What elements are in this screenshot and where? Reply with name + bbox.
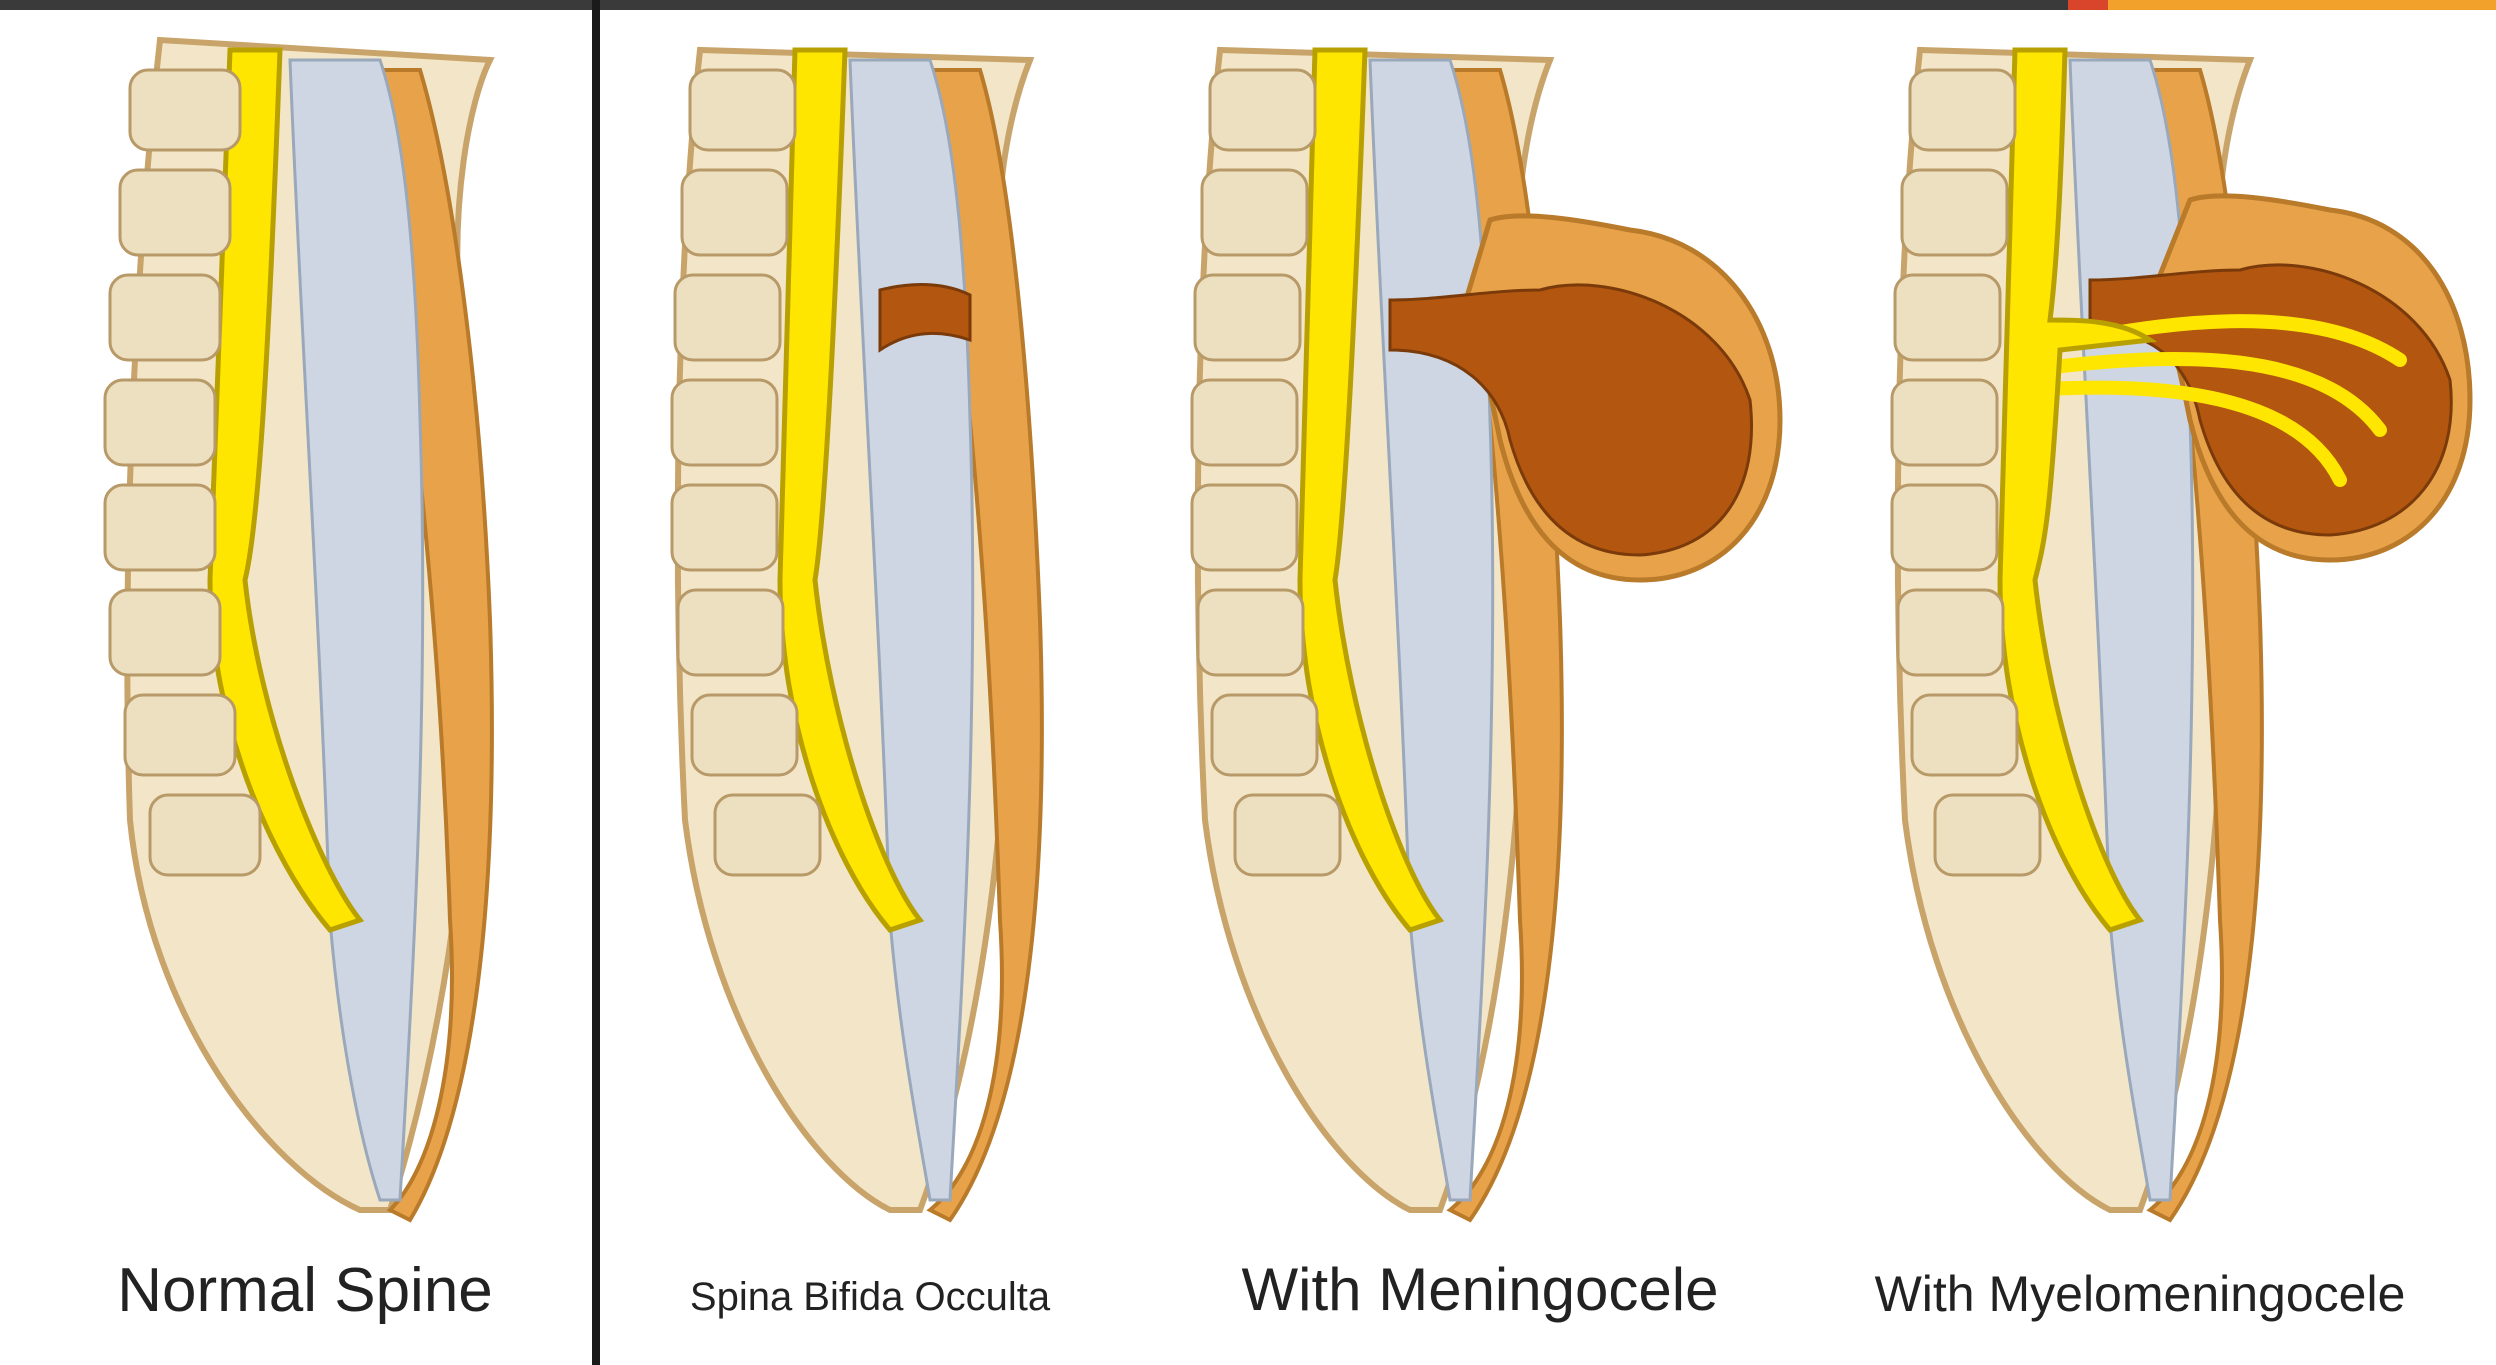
myelomeningocele-illustration	[1860, 20, 2480, 1250]
vertebrae	[670, 68, 822, 877]
normal-spine-svg	[103, 36, 495, 1223]
caption-spina-bifida-occulta: Spina Bifida Occulta	[689, 1275, 1051, 1319]
spinal-cord	[1297, 47, 1445, 933]
top-bar-accent-red	[2068, 0, 2108, 10]
meningocele-sac	[1388, 283, 1753, 557]
spinal-cord	[777, 47, 925, 933]
vertebrae	[1190, 68, 1342, 877]
myelomeningocele-svg	[1890, 46, 2473, 1223]
spinal-cord	[207, 47, 365, 933]
normal-spine-illustration	[30, 20, 570, 1250]
skin-layer	[917, 68, 1044, 1223]
occulta-svg	[670, 46, 1044, 1223]
occulta-illustration	[630, 20, 1110, 1250]
caption-meningocele: With Meningocele	[1241, 1256, 1719, 1323]
panel-divider	[592, 0, 600, 1365]
meningocele-svg	[1190, 46, 1783, 1223]
caption-myelomeningocele: With Myelomeningocele	[1874, 1266, 2406, 1322]
myelomeningocele-sac	[2088, 263, 2453, 537]
meningocele-illustration	[1160, 20, 1810, 1250]
top-bar-accent-orange	[2108, 0, 2496, 10]
skin-layer	[357, 68, 494, 1223]
vertebrae	[1890, 68, 2042, 877]
vertebrae	[103, 68, 262, 877]
spinal-cord	[1997, 47, 2158, 933]
top-bar	[0, 0, 2496, 10]
occulta-defect	[878, 283, 972, 353]
caption-normal-spine: Normal Spine	[117, 1256, 493, 1325]
csf-space	[288, 58, 425, 1202]
